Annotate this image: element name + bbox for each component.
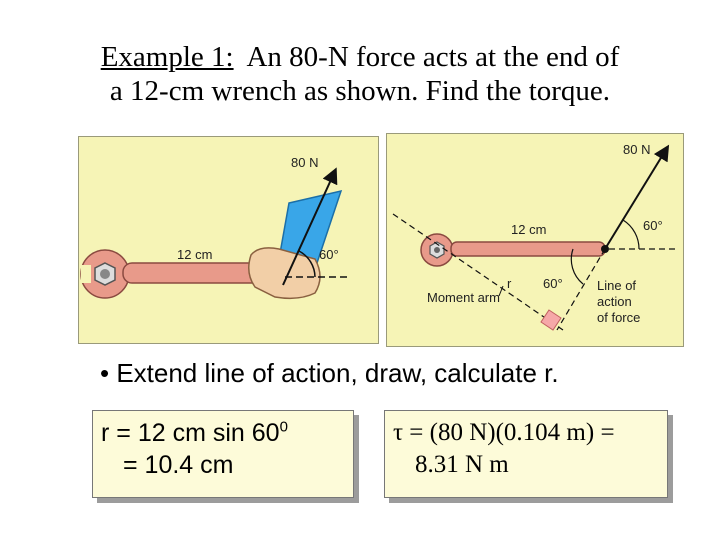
r-label: r [507, 276, 512, 291]
force-arrow [282, 167, 338, 286]
torque-calculation-box: τ = (80 N)(0.104 m) = 8.31 N m [384, 410, 668, 498]
radius-calculation-box: r = 12 cm sin 600 = 10.4 cm [92, 410, 354, 498]
wrench-head [420, 233, 454, 267]
bullet-instruction: • Extend line of action, draw, calculate… [100, 358, 559, 388]
radius-line-2: = 10.4 cm [123, 451, 234, 479]
line-of-action-label-1: Line of [597, 278, 636, 293]
wrench-head [80, 249, 130, 299]
title-text: An 80-N force acts at the end of [246, 41, 620, 73]
length-label: 12 cm [511, 222, 546, 237]
example-label: Example 1: [100, 41, 234, 73]
bottom-angle-arc [570, 248, 584, 285]
moment-arm-figure: 80 N 60° 12 cm 60° r Moment arm Line of … [386, 133, 684, 347]
wrench-handle [450, 241, 606, 257]
force-label: 80 N [623, 142, 650, 157]
wrench-hand-figure: 80 N 12 cm 60° [78, 136, 379, 344]
moment-arm-svg: 80 N 60° 12 cm 60° r Moment arm Line of … [392, 142, 679, 331]
moment-arm-label: Moment arm [427, 290, 500, 305]
slide-title: Example 1: An 80-N force acts at the end… [0, 40, 720, 108]
angle-arc [298, 250, 316, 278]
line-of-action-label-3: of force [597, 310, 640, 325]
length-label: 12 cm [177, 247, 212, 262]
r-tick [498, 285, 504, 297]
force-arrow [604, 144, 670, 250]
torque-line-1: τ = (80 N)(0.104 m) = [393, 419, 615, 446]
right-angle-marker [540, 309, 562, 331]
line-of-action-label-2: action [597, 294, 632, 309]
angle-label: 60° [319, 247, 339, 262]
torque-line-2: 8.31 N m [415, 451, 509, 478]
hand [248, 247, 321, 300]
angle-top-label: 60° [643, 218, 663, 233]
title-line-2: a 12-cm wrench as shown. Find the torque… [109, 75, 611, 107]
degree-superscript: 0 [279, 418, 288, 436]
moment-arm-line [392, 213, 564, 331]
line-of-action [556, 248, 606, 331]
wrench-hand-svg: 80 N 12 cm 60° [80, 155, 347, 300]
force-label: 80 N [291, 155, 318, 170]
radius-line-1: r = 12 cm sin 600 [101, 418, 288, 447]
top-angle-arc [622, 219, 640, 250]
angle-bottom-label: 60° [543, 276, 563, 291]
title-line-1: Example 1: An 80-N force acts at the end… [0, 40, 720, 74]
